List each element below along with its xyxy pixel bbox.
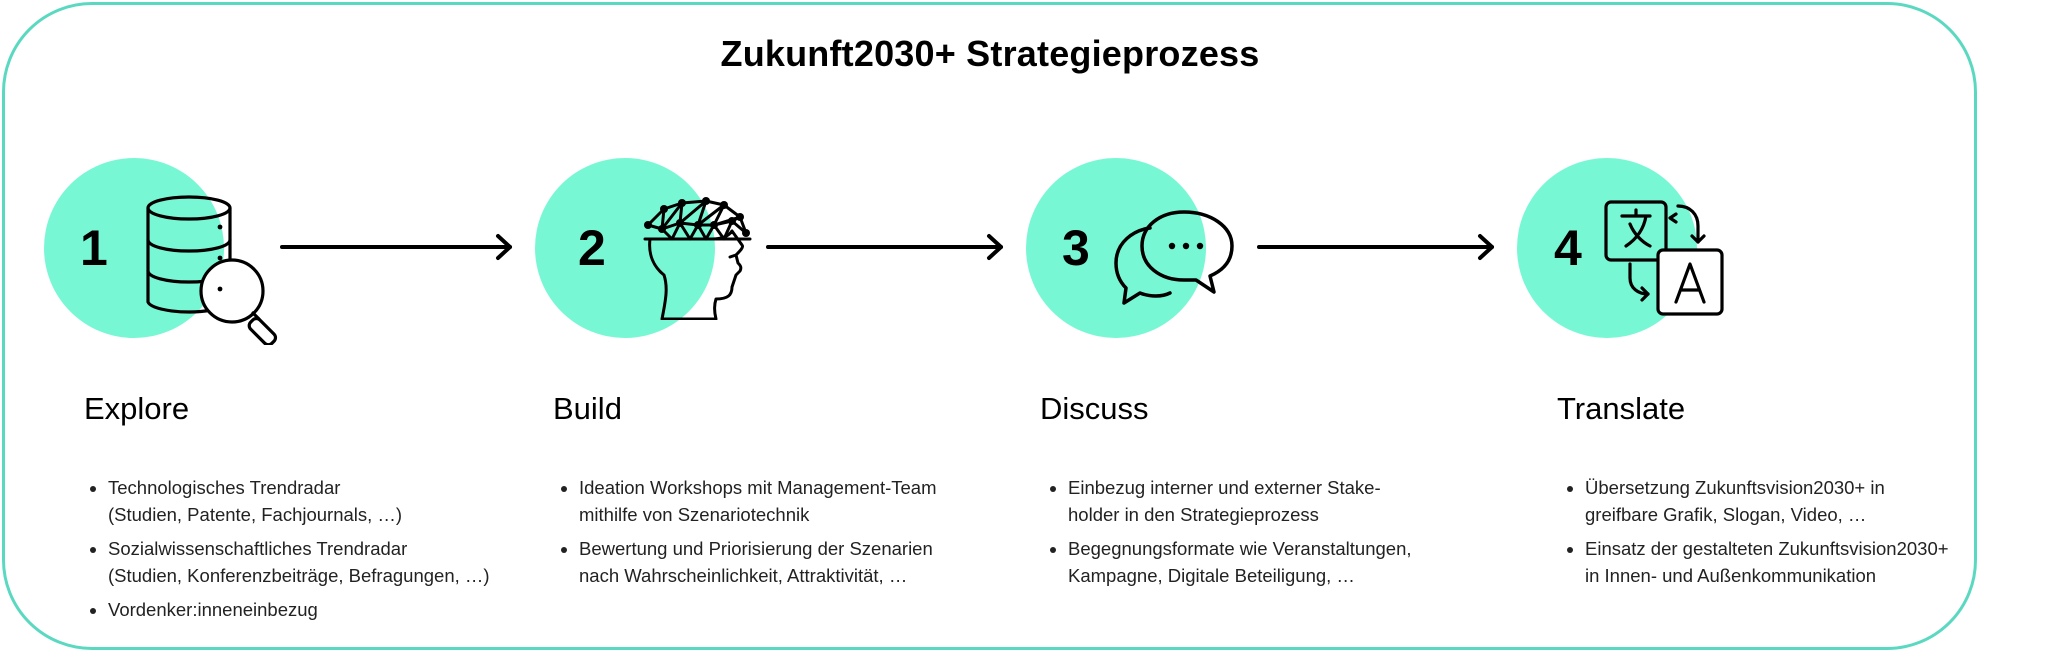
bullet-item: Einbezug interner und externer Stake-hol…	[1068, 474, 1412, 528]
process-frame	[2, 2, 1977, 650]
bullet-item: Technologisches Trendradar(Studien, Pate…	[108, 474, 490, 528]
arrow-step-2-to-3	[766, 234, 1003, 260]
step-number-3: 3	[1062, 220, 1090, 276]
step-circle-1	[44, 158, 224, 338]
phase-title-discuss: Discuss	[1040, 391, 1149, 426]
step-circle-2	[535, 158, 715, 338]
arrow-step-3-to-4	[1257, 234, 1494, 260]
bullet-item: Sozialwissenschaftliches Trendradar(Stud…	[108, 535, 490, 589]
bullet-item: Vordenker:inneneinbezug	[108, 596, 490, 623]
diagram-title: Zukunft2030+ Strategieprozess	[720, 33, 1260, 74]
bullet-item: Begegnungsformate wie Veranstaltungen,Ka…	[1068, 535, 1412, 589]
bullet-item: Ideation Workshops mit Management-Teammi…	[579, 474, 937, 528]
bullet-item: Einsatz der gestalteten Zukunftsvision20…	[1585, 535, 1949, 589]
chat-bubbles-icon	[1114, 210, 1234, 305]
step-number-4: 4	[1554, 220, 1582, 276]
phase-title-explore: Explore	[84, 391, 190, 426]
bullet-list-translate: Übersetzung Zukunftsvision2030+ ingreifb…	[1561, 474, 1949, 596]
step-number-1: 1	[80, 220, 108, 276]
bullet-list-build: Ideation Workshops mit Management-Teammi…	[555, 474, 937, 596]
bullet-item: Übersetzung Zukunftsvision2030+ ingreifb…	[1585, 474, 1949, 528]
database-search-icon	[146, 195, 278, 345]
bullet-list-discuss: Einbezug interner und externer Stake-hol…	[1044, 474, 1412, 596]
arrow-step-1-to-2	[280, 234, 512, 260]
translate-icon	[1604, 200, 1724, 316]
bullet-list-explore: Technologisches Trendradar(Studien, Pate…	[84, 474, 490, 630]
phase-title-translate: Translate	[1557, 391, 1686, 426]
brain-network-icon	[643, 197, 752, 320]
bullet-item: Bewertung und Priorisierung der Szenarie…	[579, 535, 937, 589]
step-circle-3	[1026, 158, 1206, 338]
phase-title-build: Build	[553, 391, 622, 426]
step-number-2: 2	[578, 220, 606, 276]
